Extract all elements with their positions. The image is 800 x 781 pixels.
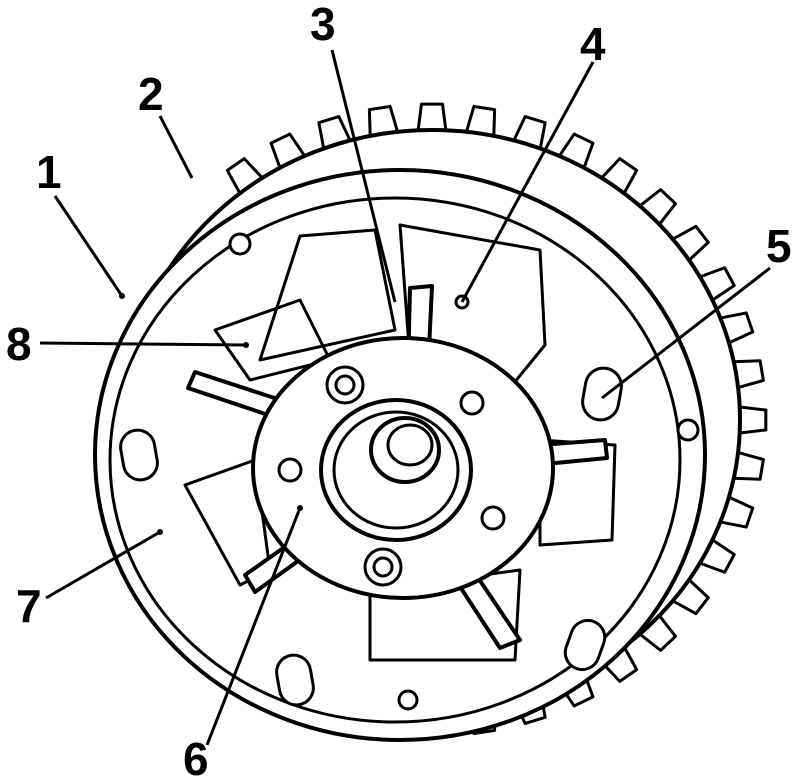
callout-3: 3 bbox=[310, 0, 336, 50]
sprocket-tooth bbox=[732, 450, 765, 481]
callout-labels: 1 2 3 4 5 6 7 8 bbox=[6, 0, 792, 781]
cover-hole-right bbox=[676, 418, 700, 442]
hub-bolt-top-head bbox=[334, 374, 356, 396]
hub-hole-3 bbox=[480, 505, 506, 531]
leader-2 bbox=[158, 115, 194, 179]
center-boss-ring bbox=[332, 410, 460, 530]
callout-6: 6 bbox=[183, 733, 209, 781]
leader-5 bbox=[601, 266, 771, 400]
callout-1: 1 bbox=[36, 146, 62, 198]
hub-hole-2 bbox=[277, 457, 303, 483]
leader-7 bbox=[45, 530, 161, 600]
center-shaft bbox=[369, 416, 441, 484]
leader-dot-6 bbox=[297, 505, 303, 511]
callout-5: 5 bbox=[766, 220, 792, 272]
leader-4 bbox=[460, 61, 595, 303]
leader-lines bbox=[39, 49, 771, 746]
leader-8 bbox=[39, 341, 247, 347]
sprocket-tooth bbox=[671, 224, 710, 262]
cover-hole-top-left bbox=[228, 232, 252, 256]
housing-segment-top bbox=[258, 228, 397, 362]
leader-6 bbox=[205, 507, 302, 746]
sprocket-tooth bbox=[638, 614, 677, 652]
sprocket-tooth bbox=[732, 359, 765, 390]
callout-7: 7 bbox=[16, 580, 42, 632]
cover-hole-bottom bbox=[397, 689, 419, 711]
cover-slot-left bbox=[119, 428, 159, 482]
hub-hole-1 bbox=[459, 390, 485, 416]
sprocket-tooth bbox=[600, 645, 639, 683]
sprocket-tooth bbox=[464, 104, 497, 138]
cover-slot-right bbox=[581, 366, 623, 422]
sprocket-tooth bbox=[671, 578, 710, 616]
hub bbox=[251, 294, 555, 600]
center-shaft-end bbox=[386, 423, 434, 467]
leader-dot-1 bbox=[119, 293, 125, 299]
cover-slot-bottom bbox=[275, 653, 315, 707]
hub-bolt-bottom-head bbox=[372, 556, 394, 578]
sprocket-tooth bbox=[416, 102, 448, 132]
callout-2: 2 bbox=[138, 68, 164, 120]
sprocket-tooth bbox=[367, 104, 400, 138]
cover-inner-ring bbox=[108, 196, 682, 724]
leader-dot-8 bbox=[243, 342, 249, 348]
sprocket-tooth bbox=[225, 157, 264, 195]
leader-3 bbox=[330, 49, 397, 303]
leader-dot-7 bbox=[157, 529, 163, 535]
cover-slot-bottom-right bbox=[563, 618, 607, 672]
callout-4: 4 bbox=[580, 18, 606, 70]
callout-8: 8 bbox=[6, 318, 32, 370]
sprocket-tooth bbox=[738, 405, 768, 435]
leader-1 bbox=[53, 195, 124, 297]
sprocket-tooth bbox=[600, 157, 639, 195]
sprocket-tooth bbox=[638, 188, 677, 226]
